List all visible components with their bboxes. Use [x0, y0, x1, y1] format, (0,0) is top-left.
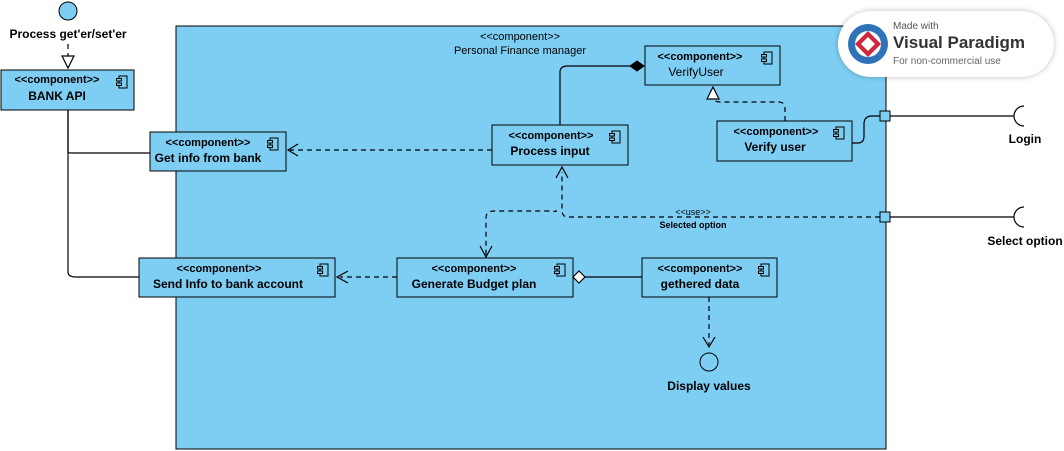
display-values-interface[interactable] [699, 352, 719, 372]
composition-diamond [629, 60, 645, 72]
bank-api-stereotype: <<component>> [15, 74, 100, 86]
component-send-info[interactable]: <<component>> Send Info to bank account [138, 257, 336, 298]
connector-bankapi-sendinfo [67, 110, 139, 278]
component-get-info-from-bank[interactable]: <<component>> Get info from bank [149, 131, 287, 172]
generate-budget-label: Generate Budget plan [412, 277, 537, 291]
login-required-interface[interactable] [1013, 105, 1025, 127]
port-login[interactable] [879, 110, 891, 122]
component-verifyuser[interactable]: <<component>> VerifyUser [644, 45, 781, 86]
connector-verifyuser-port [852, 115, 880, 144]
verifyuser-stereotype: <<component>> [658, 51, 743, 63]
realization-arrowhead-verifyuser [706, 85, 720, 100]
component-bank-api[interactable]: <<component>> BANK API [0, 69, 135, 111]
dependency-arrowhead-processinput [555, 165, 569, 179]
container-personal-finance-manager[interactable] [175, 25, 887, 450]
container-title: Personal Finance manager [454, 45, 586, 57]
process-input-label: Process input [510, 144, 589, 158]
generate-budget-stereotype: <<component>> [432, 263, 517, 275]
dependency-selectoption-processinput [561, 172, 880, 218]
visual-paradigm-logo-icon [848, 24, 888, 64]
dependency-arrowhead [286, 143, 299, 157]
process-input-stereotype: <<component>> [509, 130, 594, 142]
verify-user-stereotype: <<component>> [734, 126, 819, 138]
verifyuser-label: VerifyUser [668, 65, 723, 79]
dependency-arrowhead-display [702, 336, 716, 349]
verify-user-label: Verify user [744, 140, 806, 154]
send-info-label: Send Info to bank account [153, 277, 303, 291]
connector-bankapi-getinfo [67, 110, 150, 154]
get-info-label: Get info from bank [155, 151, 262, 165]
component-generate-budget-plan[interactable]: <<component>> Generate Budget plan [396, 257, 574, 298]
bank-api-label: BANK API [28, 89, 86, 103]
send-info-stereotype: <<component>> [177, 263, 262, 275]
watermark-brand: Visual Paradigm [893, 33, 1025, 52]
container-stereotype: <<component>> [480, 31, 560, 43]
select-option-required-interface[interactable] [1013, 206, 1025, 228]
dependency-arrowhead-budget [479, 245, 493, 259]
component-process-input[interactable]: <<component>> Process input [491, 124, 629, 166]
login-label: Login [1009, 132, 1042, 146]
aggregation-diamond [572, 270, 586, 284]
select-option-label: Select option [987, 234, 1062, 248]
composition-processinput-verifyuser [559, 65, 630, 125]
dependency-arrowhead-sendinfo [335, 270, 349, 284]
watermark-subtitle: For non-commercial use [893, 56, 1001, 67]
use-stereotype: <<use>> [675, 207, 711, 217]
display-values-label: Display values [667, 379, 751, 393]
watermark-badge: Made with Visual Paradigm For non-commer… [838, 11, 1054, 77]
dependency-processinput-budget [485, 210, 557, 255]
selected-option-label: Selected option [659, 220, 726, 230]
gethered-data-stereotype: <<component>> [658, 263, 743, 275]
process-getset-interface[interactable] [58, 1, 78, 21]
process-getset-label: Process get'er/set'er [9, 27, 126, 41]
component-gethered-data[interactable]: <<component>> gethered data [641, 257, 778, 298]
get-info-stereotype: <<component>> [166, 137, 251, 149]
watermark-made-with: Made with [893, 21, 939, 32]
component-verify-user[interactable]: <<component>> Verify user [716, 120, 853, 162]
gethered-data-label: gethered data [661, 277, 740, 291]
realization-arrowhead [61, 55, 75, 70]
port-select-option[interactable] [879, 211, 891, 223]
